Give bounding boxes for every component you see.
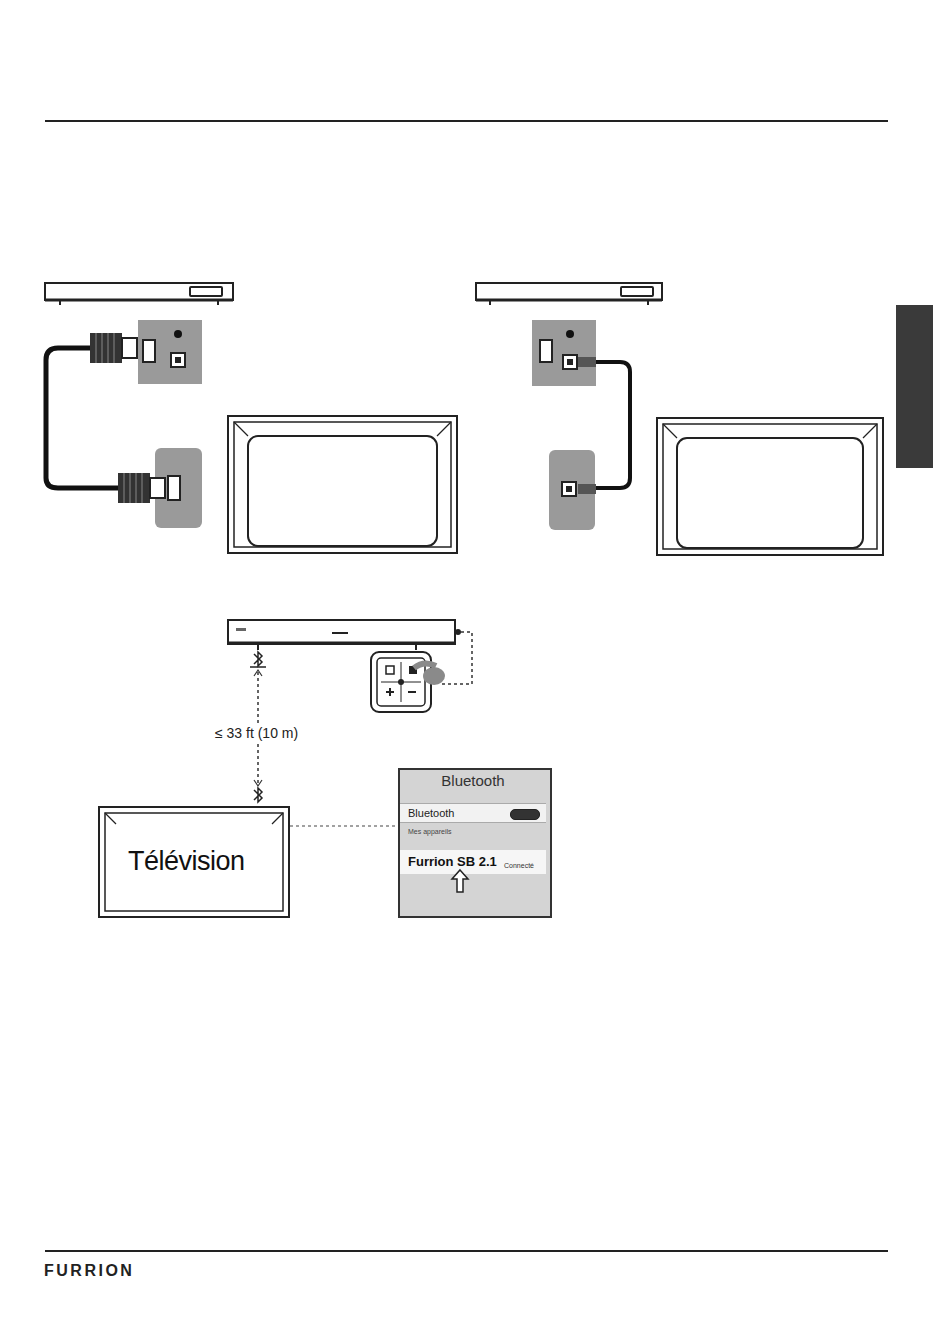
pointer-arrow [450, 868, 470, 894]
device-label: Télévision [128, 846, 245, 877]
panel-title: Bluetooth [400, 772, 546, 789]
paired-device-row: Furrion SB 2.1Connecté [400, 850, 546, 874]
status-text: Connecté [504, 862, 534, 869]
toggle-switch [510, 809, 540, 820]
bluetooth-settings-panel: BluetoothMes appareils BluetoothFurrion S… [398, 768, 552, 918]
bluetooth-toggle-row: Bluetooth [400, 803, 546, 823]
section-heading: Mes appareils [408, 828, 452, 835]
brand-logo: FURRION [44, 1262, 134, 1280]
dashed-connector [290, 826, 398, 827]
range-dimension: ≤ 33 ft (10 m) [213, 724, 300, 742]
device-name: Furrion SB 2.1 [408, 854, 497, 869]
television-screen: Télévision [98, 806, 290, 918]
setting-label: Bluetooth [408, 807, 454, 819]
